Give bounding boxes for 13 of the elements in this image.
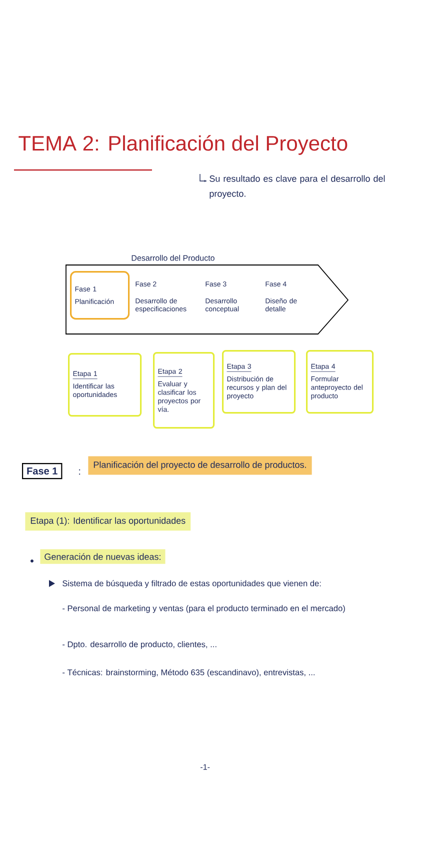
note: Su resultado es clave para el desarrollo del proyecto. <box>210 175 385 199</box>
node-label: Desarrollo del Producto <box>132 254 214 261</box>
highlighted-heading: Planificación del proyecto de desarrollo de productos. <box>88 456 312 475</box>
title: TEMA 2: Planificación del Proyecto <box>18 135 348 155</box>
highlighted-heading: Generación de nuevas ideas: <box>40 549 166 564</box>
note-line: - Técnicas: brainstorming, Método 635 (escandinavo), entrevistas, ... <box>62 669 315 677</box>
page-number: -1- <box>200 764 210 770</box>
note-line: - Personal de marketing y ventas (para el producto terminado en el mercado) <box>62 605 345 613</box>
highlighted-heading: Etapa (1): Identificar las oportunidades <box>25 512 191 531</box>
colon: : <box>79 469 80 475</box>
note-line: Sistema de búsqueda y filtrado de estas oportunidades que vienen de: <box>62 580 321 588</box>
note-line: - Dpto. desarrollo de producto, clientes, ... <box>62 641 216 649</box>
phase-tag: Fase 1 <box>22 463 62 480</box>
